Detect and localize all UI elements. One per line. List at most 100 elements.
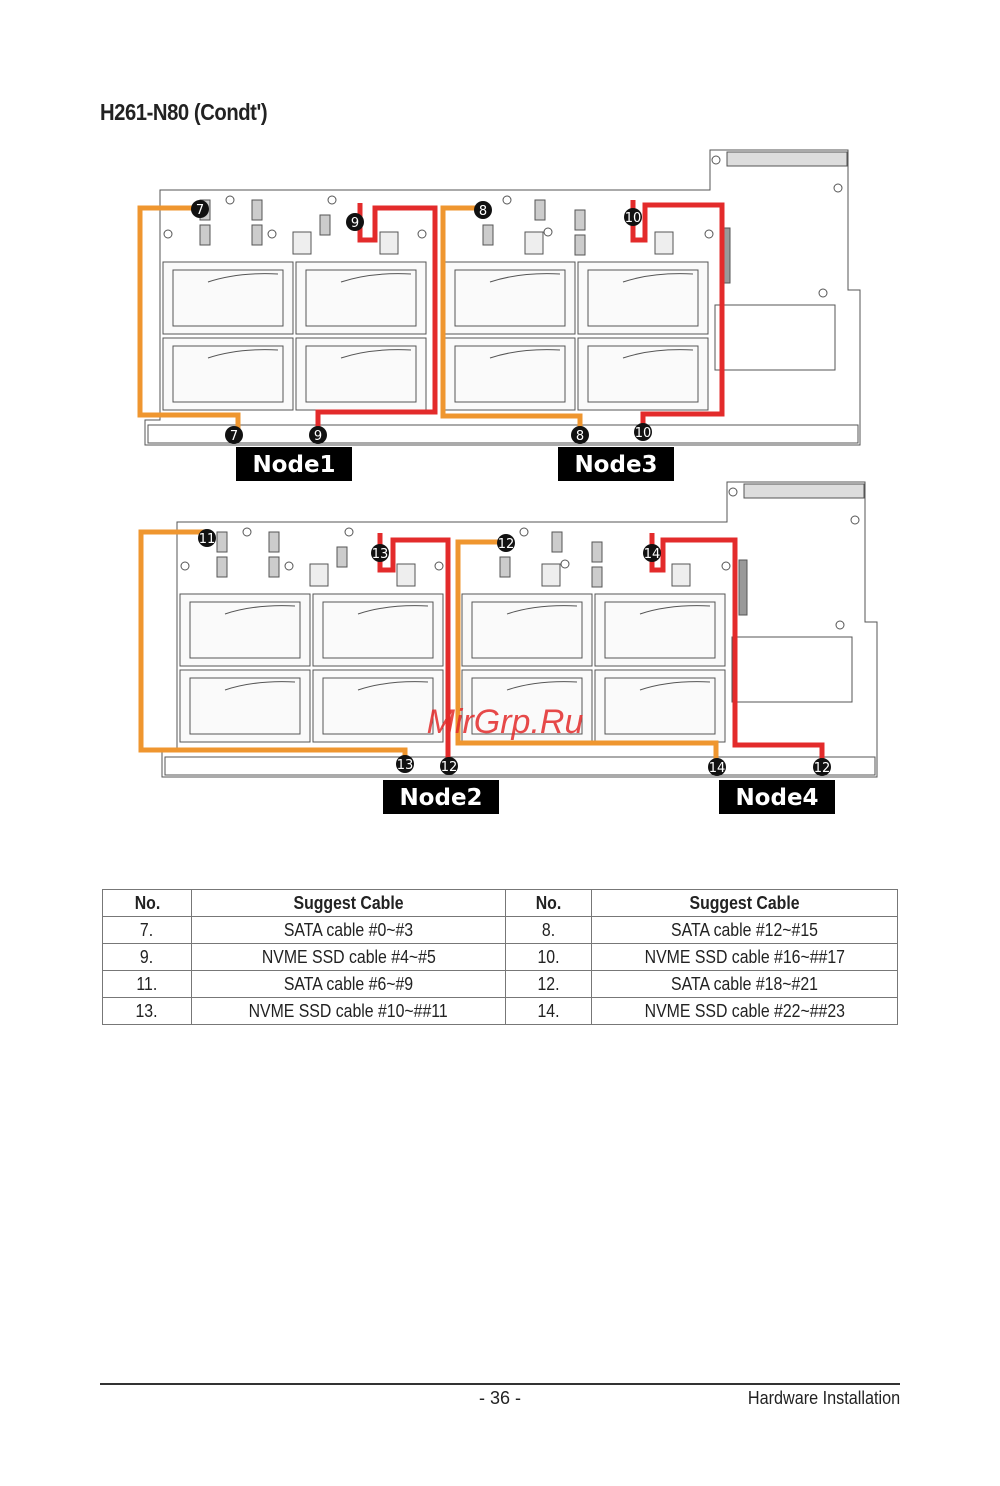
screw: [850, 515, 860, 525]
table-header-row: No. Suggest Cable No. Suggest Cable: [102, 889, 898, 917]
callout-number: 10: [625, 211, 642, 226]
sata-connector: [199, 224, 211, 246]
number-cell: 9.: [140, 946, 154, 967]
drive-bay: [461, 593, 593, 667]
callout-number: 12: [814, 761, 831, 776]
number-cell: 11.: [136, 973, 158, 994]
node-label: Node4: [735, 785, 818, 811]
callout-badge: [813, 758, 831, 776]
callout-badge: [624, 208, 642, 226]
sata-connector: [482, 224, 494, 246]
callout-badge: [634, 423, 652, 441]
drive-handle: [207, 349, 279, 359]
screw: [327, 195, 337, 205]
cable-table: No. Suggest Cable No. Suggest Cable 7.SA…: [102, 889, 898, 1025]
page-title: H261-N80 (Condt'): [100, 99, 268, 125]
node-label-box: [558, 447, 674, 481]
callout-number: 9: [351, 216, 359, 231]
drive-bay: [295, 337, 427, 411]
sata-connector: [216, 556, 228, 578]
footer-divider: [100, 1383, 900, 1385]
callout-number: 13: [372, 547, 389, 562]
sata-cable: [137, 205, 241, 433]
callout-badge: [474, 201, 492, 219]
sata-connector: [591, 541, 603, 563]
number-cell: 12.: [537, 973, 560, 994]
screw: [835, 620, 845, 630]
callout-number: 12: [441, 760, 458, 775]
sata-connector: [319, 214, 331, 236]
power-connector: [379, 231, 399, 255]
callout-number: 7: [230, 429, 238, 444]
drive-bay: [295, 261, 427, 335]
drive-tray: [305, 345, 417, 403]
callout-badge: [396, 755, 414, 773]
node-label-box: [719, 780, 835, 814]
screw: [711, 155, 721, 165]
drive-tray: [454, 269, 566, 327]
slot-connector: [738, 559, 748, 616]
cables: [137, 200, 825, 766]
sata-connector: [574, 209, 586, 231]
power-connector: [524, 231, 544, 255]
screw: [344, 527, 354, 537]
drive-tray: [172, 345, 284, 403]
node-label-box: [383, 780, 499, 814]
section-name: Hardware Installation: [747, 1388, 900, 1408]
callout-number: 9: [314, 429, 322, 444]
screw: [284, 561, 294, 571]
power-connector: [309, 563, 329, 587]
drive-handle: [357, 605, 429, 615]
screw: [560, 559, 570, 569]
screw: [163, 229, 173, 239]
screw: [225, 195, 235, 205]
callout-number: 8: [479, 204, 487, 219]
sata-connector: [268, 531, 280, 553]
screw: [417, 229, 427, 239]
chassis-outline: [144, 149, 861, 446]
drive-handle: [340, 349, 412, 359]
header-cable: Suggest Cable: [293, 892, 404, 913]
rear-bracket: [714, 304, 836, 371]
sata-connector: [336, 546, 348, 568]
number-cell: 10.: [537, 946, 560, 967]
node-label-box: [236, 447, 352, 481]
callout-badge: [708, 758, 726, 776]
drive-bay: [312, 669, 444, 743]
drive-tray: [322, 601, 434, 659]
sata-connector: [534, 199, 546, 221]
cable-cell: NVME SSD cable #10~##11: [248, 1000, 449, 1021]
nvme-cable: [315, 203, 438, 433]
drive-handle: [506, 605, 578, 615]
front-rail: [164, 756, 876, 776]
chassis: [161, 481, 878, 778]
callout-badge: [225, 426, 243, 444]
power-connector: [541, 563, 561, 587]
nvme-cable: [377, 533, 451, 765]
callout-badge: [571, 426, 589, 444]
sata-connector: [268, 556, 280, 578]
chassis: [144, 149, 861, 446]
screw: [267, 229, 277, 239]
nvme-cable: [649, 533, 825, 766]
callout-badge: [346, 213, 364, 231]
drive-tray: [471, 601, 583, 659]
drive-bay: [444, 261, 576, 335]
header-no: No.: [535, 892, 562, 913]
drive-tray: [322, 677, 434, 735]
nvme-cable: [630, 200, 725, 430]
drive-tray: [471, 677, 583, 735]
drive-tray: [454, 345, 566, 403]
power-connector: [671, 563, 691, 587]
drive-handle: [224, 681, 296, 691]
callout-number: 11: [199, 532, 216, 547]
screw: [543, 227, 553, 237]
screw: [728, 487, 738, 497]
watermark: MirGrp.Ru: [427, 703, 584, 741]
